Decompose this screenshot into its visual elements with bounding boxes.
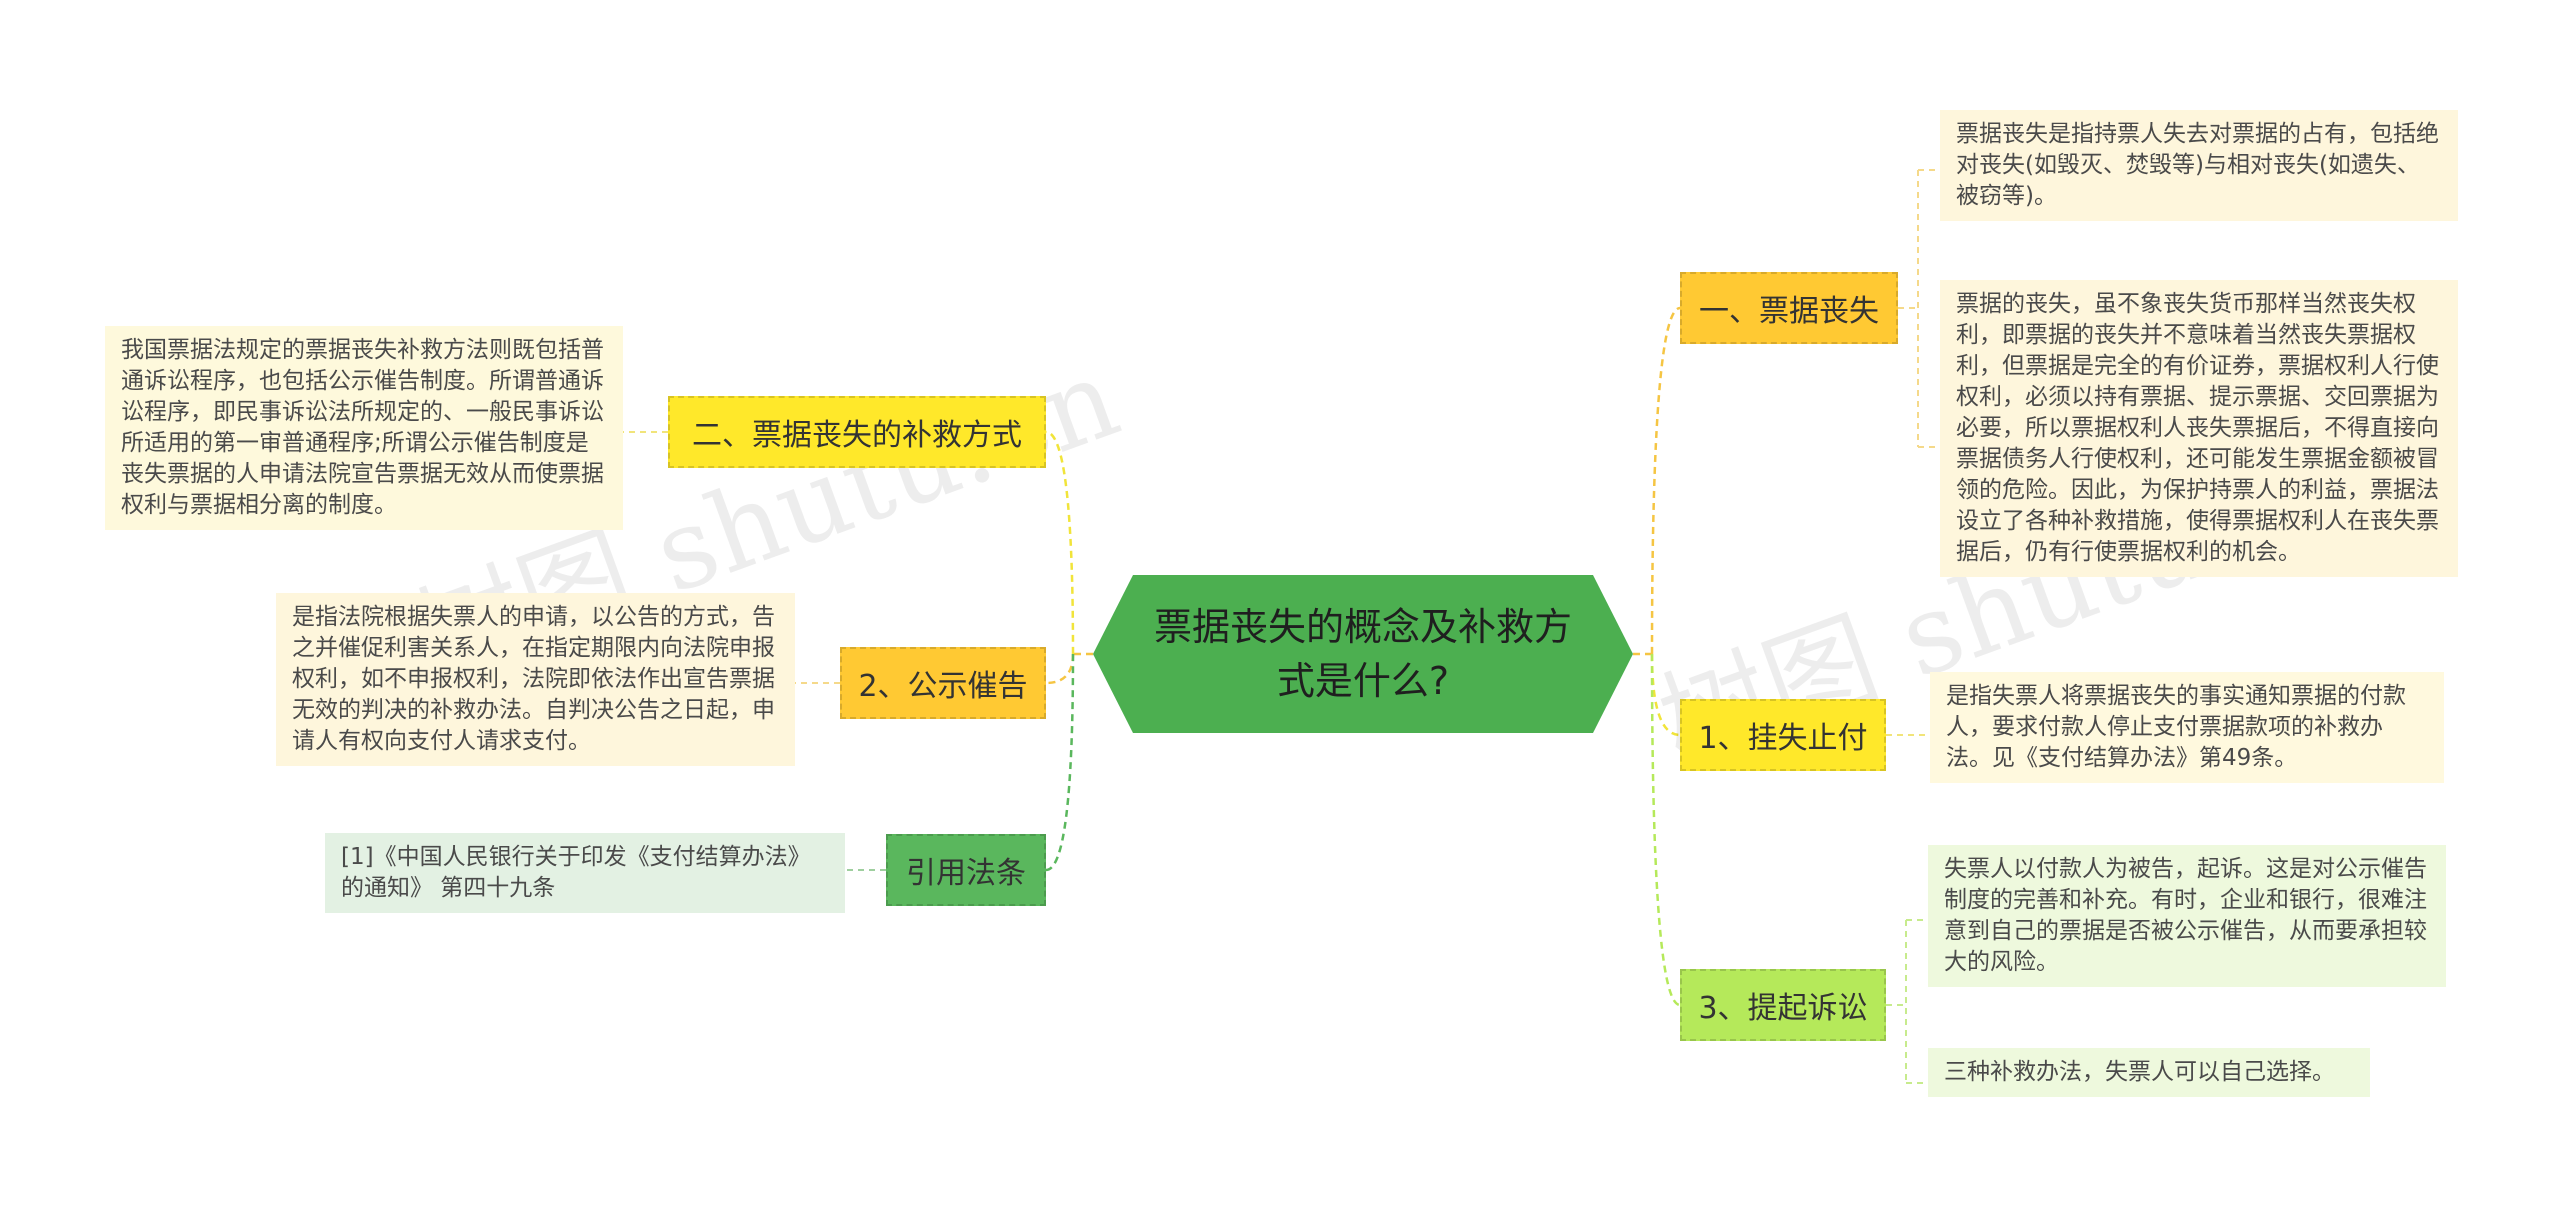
leaf-lawsuit-choice: 三种补救办法，失票人可以自己选择。 xyxy=(1928,1048,2370,1097)
branch-bill-loss[interactable]: 一、票据丧失 xyxy=(1680,272,1898,344)
branch-report-loss-label: 1、挂失止付 xyxy=(1698,721,1868,756)
connector-to-b5 xyxy=(1045,653,1075,685)
connector-to-b3 xyxy=(1650,653,1681,1007)
branch-remedies-label: 二、票据丧失的补救方式 xyxy=(692,418,1022,453)
branch-report-loss[interactable]: 1、挂失止付 xyxy=(1680,699,1886,771)
branch-lawsuit-label: 3、提起诉讼 xyxy=(1698,991,1868,1026)
connector-b1-leaves xyxy=(1898,169,1940,448)
leaf-citation-reference: [1]《中国人民银行关于印发《支付结算办法》的通知》 第四十九条 xyxy=(325,833,845,913)
leaf-lawsuit-definition: 失票人以付款人为被告，起诉。这是对公示催告制度的完善和补充。有时，企业和银行，很… xyxy=(1928,845,2446,987)
branch-public-notice[interactable]: 2、公示催告 xyxy=(840,647,1046,719)
connector-to-b6 xyxy=(1045,653,1075,872)
connector-to-b4 xyxy=(1045,430,1075,655)
connector-b3-leaves xyxy=(1886,919,1928,1084)
center-title: 票据丧失的概念及补救方式是什么? xyxy=(1153,605,1572,703)
leaf-public-notice-definition: 是指法院根据失票人的申请，以公告的方式，告之并催促利害关系人，在指定期限内向法院… xyxy=(276,593,795,766)
connector-to-b1 xyxy=(1650,306,1681,655)
center-topic[interactable]: 票据丧失的概念及补救方式是什么? xyxy=(1093,575,1633,733)
leaf-bill-loss-definition: 票据丧失是指持票人失去对票据的占有，包括绝对丧失(如毁灭、焚毁等)与相对丧失(如… xyxy=(1940,110,2458,221)
branch-lawsuit[interactable]: 3、提起诉讼 xyxy=(1680,969,1886,1041)
center-shape xyxy=(1093,575,1633,733)
branch-public-notice-label: 2、公示催告 xyxy=(858,669,1028,704)
leaf-report-loss-definition: 是指失票人将票据丧失的事实通知票据的付款人，要求付款人停止支付票据款项的补救办法… xyxy=(1930,672,2444,783)
branch-citations-label: 引用法条 xyxy=(906,856,1026,891)
branch-citations[interactable]: 引用法条 xyxy=(886,834,1046,906)
branch-bill-loss-label: 一、票据丧失 xyxy=(1699,294,1879,329)
leaf-bill-loss-explanation: 票据的丧失，虽不象丧失货币那样当然丧失权利，即票据的丧失并不意味着当然丧失票据权… xyxy=(1940,280,2458,577)
leaf-remedies-description: 我国票据法规定的票据丧失补救方法则既包括普通诉讼程序，也包括公示催告制度。所谓普… xyxy=(105,326,623,530)
branch-remedies[interactable]: 二、票据丧失的补救方式 xyxy=(668,396,1046,468)
